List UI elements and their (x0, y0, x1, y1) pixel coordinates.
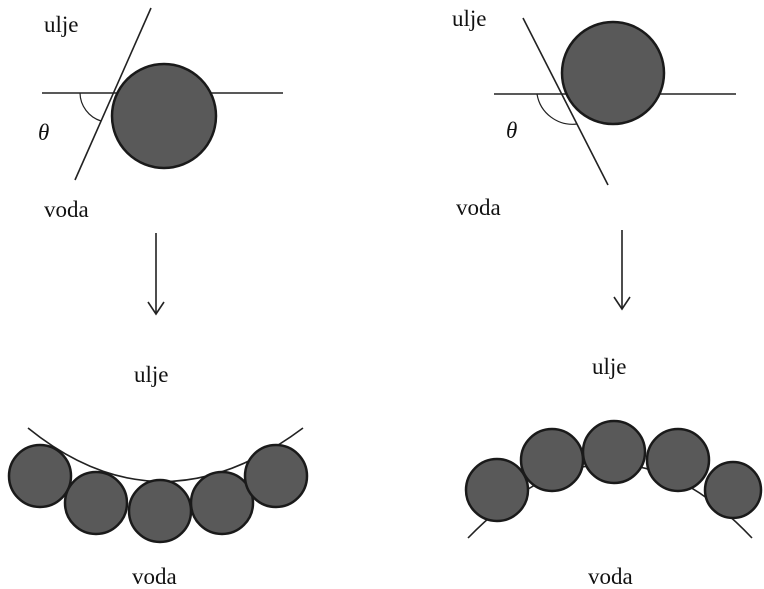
bottom-left-oil-label: ulje (134, 362, 169, 387)
top-right-contact-angle-arc (536, 93, 578, 125)
bottom-left-water-label: voda (132, 564, 177, 589)
top-left-panel: ulje θ voda (38, 7, 283, 222)
top-left-contact-angle-arc (79, 92, 102, 122)
bottom-left-particle (189, 470, 255, 536)
top-right-theta-label: θ (506, 118, 517, 143)
bottom-right-particle (519, 427, 585, 493)
bottom-left-particle (7, 443, 73, 509)
bottom-right-panel: ulje voda (464, 354, 763, 589)
top-left-oil-label: ulje (44, 12, 79, 37)
top-left-theta-label: θ (38, 120, 49, 145)
right-down-arrow (613, 230, 631, 311)
top-left-tangent-line (74, 7, 152, 181)
top-right-water-label: voda (456, 195, 501, 220)
bottom-right-particle (464, 457, 530, 523)
bottom-left-particle (243, 443, 309, 509)
top-left-particle (110, 62, 218, 170)
top-right-oil-label: ulje (452, 6, 487, 31)
top-right-tangent-line (522, 17, 609, 186)
left-down-arrow (147, 233, 165, 316)
top-left-water-label: voda (44, 197, 89, 222)
top-right-panel: ulje θ voda (452, 6, 736, 220)
bottom-right-oil-label: ulje (592, 354, 627, 379)
top-right-particle (560, 20, 666, 126)
bottom-left-particle (127, 478, 193, 544)
bottom-left-panel: ulje voda (7, 362, 309, 589)
bottom-left-particle (63, 470, 129, 536)
bottom-right-particle (581, 419, 647, 485)
bottom-right-particle (703, 460, 763, 520)
bottom-right-water-label: voda (588, 564, 633, 589)
bottom-right-particle (645, 427, 711, 493)
